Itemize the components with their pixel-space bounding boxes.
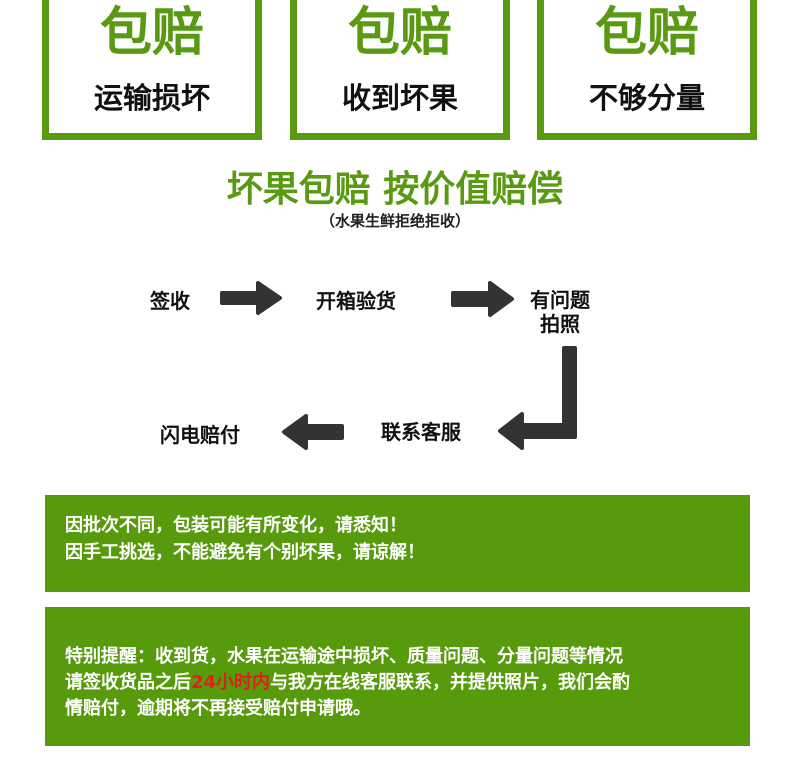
notice-text: 与我方在线客服联系，并提供照片，我们会酌 (270, 672, 631, 693)
arrow-down-left-icon (498, 346, 577, 450)
notice-line: 请签收货品之后24小时内与我方在线客服联系，并提供照片，我们会酌 (65, 670, 750, 696)
step-sign: 签收 (150, 289, 190, 313)
guarantee-title: 包赔 (99, 3, 204, 63)
step-inspect: 开箱验货 (316, 289, 396, 313)
guarantee-title: 包赔 (347, 3, 452, 63)
notice-line: 因手工挑选，不能避免有个别坏果，请谅解！ (65, 542, 425, 563)
headline: 坏果包赔 按价值赔偿 (226, 169, 564, 210)
notice-reminder: 特别提醒：收到货，水果在运输途中损坏、质量问题、分量问题等情况 请签收货品之后2… (45, 607, 750, 746)
guarantee-label: 运输损坏 (93, 81, 210, 115)
notice-line: 情赔付，逾期将不再接受赔付申请哦。 (65, 698, 371, 719)
guarantee-label: 不够分量 (588, 81, 705, 115)
arrow-right-icon (220, 281, 282, 315)
notice-line: 因批次不同，包装可能有所变化，请悉知！ (65, 515, 407, 536)
notice-text: 请签收货品之后 (65, 672, 191, 693)
step-photo: 有问题 拍照 (530, 288, 590, 336)
guarantee-transport-damage: 包赔 运输损坏 (42, 0, 262, 140)
step-contact-service: 联系客服 (381, 420, 461, 444)
notice-packaging: 因批次不同，包装可能有所变化，请悉知！ 因手工挑选，不能避免有个别坏果，请谅解！ (45, 495, 750, 592)
time-limit-highlight: 24小时内 (191, 672, 271, 693)
guarantee-short-weight: 包赔 不够分量 (537, 0, 757, 140)
guarantee-title: 包赔 (594, 3, 699, 63)
arrow-right-icon (451, 281, 514, 317)
arrow-left-icon (282, 414, 344, 450)
flow-arrows (220, 281, 577, 450)
step-fast-compensation: 闪电赔付 (160, 423, 240, 447)
notice-line: 特别提醒：收到货，水果在运输途中损坏、质量问题、分量问题等情况 (65, 646, 623, 667)
guarantee-bad-fruit: 包赔 收到坏果 (290, 0, 510, 140)
guarantee-label: 收到坏果 (341, 81, 458, 115)
step-photo-label: 拍照 (540, 312, 580, 336)
step-problem-label: 有问题 (530, 288, 590, 312)
subnote: （水果生鲜拒绝拒收） (319, 212, 470, 230)
